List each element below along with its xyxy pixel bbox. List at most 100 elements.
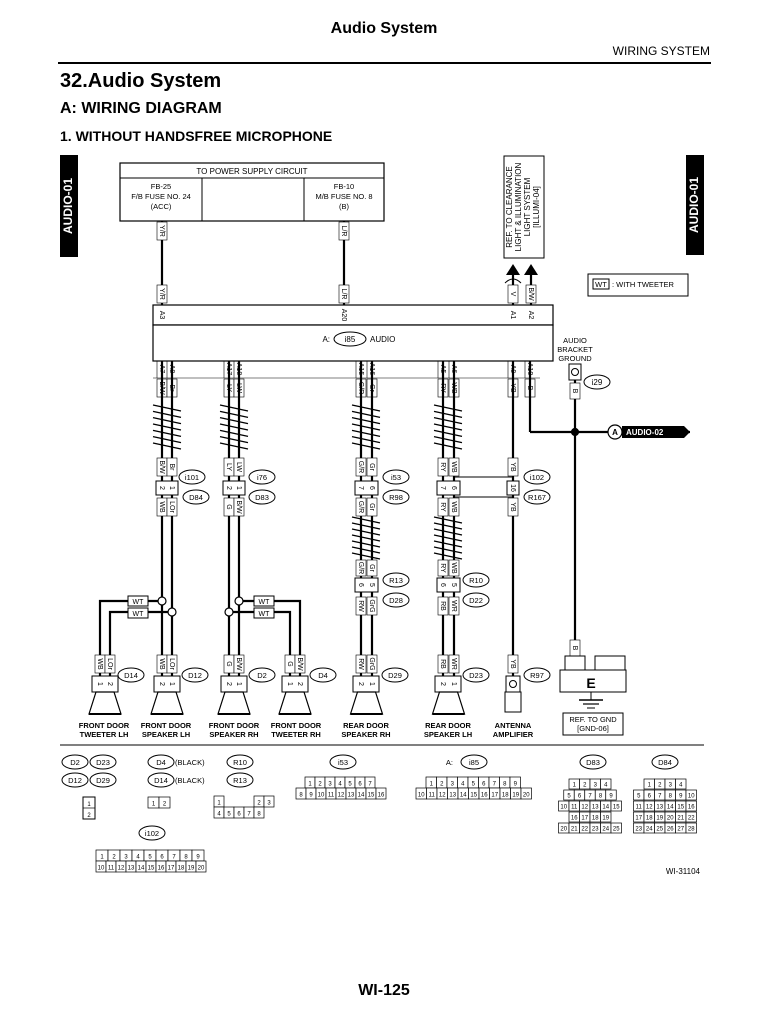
ground-label-3: GROUND xyxy=(558,354,592,363)
spk-pin-b-0: 2 xyxy=(106,682,113,686)
view-c8-pin-12: 12 xyxy=(118,866,125,872)
side-tab-right-label: AUDIO-01 xyxy=(687,177,701,233)
view-c4-pin-3: 3 xyxy=(328,782,332,788)
spk-pin-b-1: 1 xyxy=(168,682,175,686)
view-c5-pin-16: 16 xyxy=(481,793,488,799)
fuse-left-type: (ACC) xyxy=(151,202,172,211)
view-c7-pin-r0-2: 2 xyxy=(658,783,662,789)
top-pin-3: A2 xyxy=(527,311,534,320)
view-c6-pin-r2-11: 11 xyxy=(571,805,578,811)
view-c6-pin-r3-19: 19 xyxy=(602,816,609,822)
view-c7-pin-r3-21: 21 xyxy=(677,816,684,822)
spk-wire-b-4: GrG xyxy=(368,657,375,670)
spk-pin-b-2: 1 xyxy=(235,682,242,686)
speaker-code-5-oval xyxy=(462,667,490,683)
mid-conn-alt-3-oval xyxy=(523,489,551,505)
section-label: WIRING SYSTEM xyxy=(612,44,710,58)
speaker-name-2-5: SPEAKER LH xyxy=(424,730,472,739)
side-tab-right: AUDIO-01 xyxy=(686,155,704,255)
mid-conn-code-0-oval xyxy=(178,469,206,485)
spk-wire-b-0-box xyxy=(104,654,116,674)
mid-conn-code-0: i101 xyxy=(185,473,199,482)
view-c1-code-0: D2 xyxy=(70,758,80,767)
top-wire-3: B/W xyxy=(527,287,534,301)
view-c8-pin-19: 19 xyxy=(188,866,195,872)
view-c7-pin-r4-26: 26 xyxy=(667,827,674,833)
view-c7-pin-r1-5: 5 xyxy=(637,794,641,800)
top-pin-1: A20 xyxy=(340,309,347,322)
view-c8-pin-3: 3 xyxy=(124,855,128,861)
spk-wire-a-3: G xyxy=(286,661,293,666)
ground-ref-2: [GND-06] xyxy=(577,724,609,733)
top-wire-1-box xyxy=(338,284,350,304)
illumination-ref-box: REF. TO CLEARANCE LIGHT & ILLUMINATION L… xyxy=(503,155,545,259)
view-c5-pin-8: 8 xyxy=(503,782,507,788)
mid-conn-code-2: i53 xyxy=(391,473,401,482)
page-number: WI-125 xyxy=(358,982,410,999)
mid-wire-b-0-box xyxy=(166,497,178,517)
view-c8-pin-9: 9 xyxy=(196,855,200,861)
twisted-pair-marks xyxy=(152,404,463,560)
view-c6-pin-r3-16: 16 xyxy=(571,816,578,822)
mid-conn-alt-0: D84 xyxy=(189,493,203,502)
mid-wire-c-3: YB xyxy=(509,502,516,512)
rear-bot-b-0-box xyxy=(366,596,378,616)
upper-wire-5: Gr xyxy=(368,463,375,471)
view-c7-pin-r4-24: 24 xyxy=(646,827,653,833)
ground-e-letter: E xyxy=(586,675,595,691)
view-c2-code-1-oval xyxy=(147,772,175,788)
view-c4-pin-14: 14 xyxy=(358,793,365,799)
mid-conn-alt-2: R98 xyxy=(389,493,403,502)
view-c6-pin-r2-10: 10 xyxy=(560,805,567,811)
view-c4-pin-9: 9 xyxy=(309,793,313,799)
speaker-code-5: D23 xyxy=(469,671,483,680)
splice-points xyxy=(157,427,580,617)
ground-e-wire: B xyxy=(571,646,578,651)
side-tab-left-label: AUDIO-01 xyxy=(61,178,75,234)
view-c6-pin-r0-1: 1 xyxy=(573,783,577,789)
speaker-code-4-oval xyxy=(381,667,409,683)
spk-wire-b-1: LOr xyxy=(168,658,175,670)
upper-wire-5-box xyxy=(366,457,378,477)
view-c3-code-0-oval xyxy=(226,754,254,770)
view-c7-pin-r3-17: 17 xyxy=(635,816,642,822)
view-c7-pin-r1-10: 10 xyxy=(688,794,695,800)
view-c6-code: D83 xyxy=(586,758,600,767)
upper-wire-1-box xyxy=(166,457,178,477)
speaker-code-0-oval xyxy=(117,667,145,683)
spk-wire-b-0: LOr xyxy=(106,658,113,670)
spk-wire-b-2-box xyxy=(233,654,245,674)
spk-wire-b-3: B/W xyxy=(296,657,303,671)
speaker-name-1-6: ANTENNA xyxy=(495,721,532,730)
upper-wire-3: LW xyxy=(235,462,242,472)
upper-wire-2: LY xyxy=(225,463,232,471)
mid-conn-box-0 xyxy=(155,480,179,496)
view-c1-code-3-oval xyxy=(89,772,117,788)
view-c4-pin-4: 4 xyxy=(338,782,342,788)
view-c8-pin-4: 4 xyxy=(136,855,140,861)
rear-pin-b-1: 5 xyxy=(450,583,457,587)
mid-wire-a-2: G/R xyxy=(357,501,364,513)
rear-bot-a-0: RW xyxy=(357,600,364,612)
view-c3-pin-4: 4 xyxy=(217,812,221,818)
spk-wire-b-4-box xyxy=(366,654,378,674)
view-c7-pin-r1-7: 7 xyxy=(658,794,662,800)
view-c6-pin-r1-5: 5 xyxy=(567,794,571,800)
fuse-left-code: FB-25 xyxy=(151,182,171,191)
view-c8-pin-2: 2 xyxy=(112,855,116,861)
speaker-cone-0 xyxy=(88,691,122,715)
view-c6-pin-r0-3: 3 xyxy=(594,783,598,789)
view-c6-pin-r1-7: 7 xyxy=(588,794,592,800)
view-c1-code-0-oval xyxy=(61,754,89,770)
spk-wire-a-0: WB xyxy=(96,658,103,670)
view-c6-pin-r2-15: 15 xyxy=(613,805,620,811)
view-c5-pin-11: 11 xyxy=(429,793,436,799)
upper-wire-0: B/W xyxy=(158,460,165,474)
spk-wire-a-4-box xyxy=(355,654,367,674)
speaker-name-1-0: FRONT DOOR xyxy=(79,721,130,730)
top-wire-0-box xyxy=(156,284,168,304)
view-c4-pin-5: 5 xyxy=(348,782,352,788)
view-c8-pin-11: 11 xyxy=(108,866,115,872)
speaker-name-2-4: SPEAKER RH xyxy=(341,730,390,739)
view-c8-pin-18: 18 xyxy=(178,866,185,872)
